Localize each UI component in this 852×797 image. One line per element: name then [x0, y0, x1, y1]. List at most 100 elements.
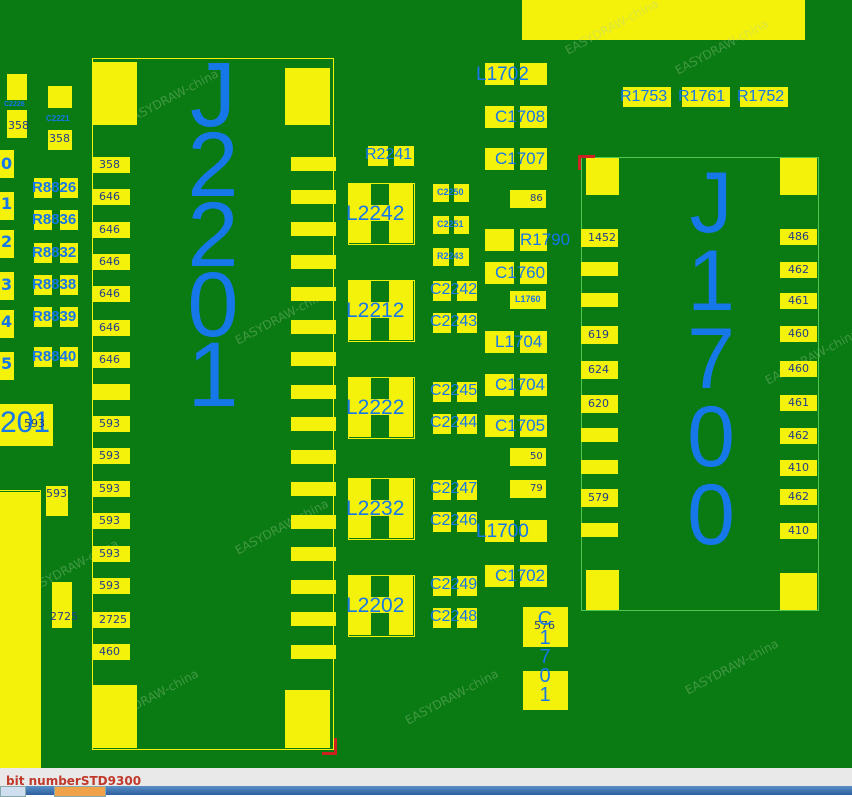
j2201-pin-net: 646: [99, 353, 120, 366]
resistor-r8838-label: R8838: [32, 276, 77, 293]
inductor-l2202-label: L2202: [346, 594, 405, 617]
cap-gap: [48, 108, 72, 130]
resistor-r1753-label: R1753: [620, 88, 668, 105]
j2201-pin-pad: [291, 189, 336, 204]
c17-gap: [514, 331, 520, 353]
cap-gap: [449, 216, 454, 234]
cap-gap: [451, 281, 457, 301]
inductor-outline: [348, 280, 415, 342]
j1700-mount-pad: [586, 570, 619, 610]
j2201-pin-pad: [92, 320, 130, 336]
j2201-pin-net: 646: [99, 223, 120, 236]
j1700-pin-pad: [780, 229, 817, 245]
j2201-pin-net: 593: [99, 547, 120, 560]
left-edge-digit: 3: [1, 275, 13, 294]
cap-gap: [451, 576, 457, 596]
small-left-pad: [52, 582, 72, 628]
resistor-gap: [52, 275, 60, 295]
j2201-pin-pad: [291, 644, 336, 659]
j1700-pin-pad: [581, 229, 618, 247]
j2201-pin-pad: [92, 546, 130, 562]
cap-c2245-label: C2245: [430, 382, 478, 399]
j2201-pin-pad: [291, 254, 336, 269]
j2201-pin-net: 646: [99, 255, 120, 268]
j1700-outline: [581, 157, 819, 611]
j1700-pin-net: 1452: [588, 231, 616, 244]
j2201-mount-pad: [285, 68, 330, 125]
j1700-mount-pad: [780, 158, 817, 195]
j2201-pin-pad: [291, 482, 336, 496]
cap-gap: [7, 100, 27, 110]
j2201-pin-net: 593: [99, 482, 120, 495]
component-c1704-label: C1704: [495, 375, 546, 394]
taskbar: [0, 786, 852, 795]
inductor-outline: [348, 478, 415, 540]
inductor-l201-pad: [0, 404, 53, 446]
j1700-mount-pad: [780, 573, 817, 610]
j2201-pin-net: 646: [99, 287, 120, 300]
j2201-mount-pad: [92, 62, 137, 125]
small-left-pad: [46, 486, 68, 516]
j1700-pin-net: 460: [788, 362, 809, 375]
left-edge-pad: [0, 230, 14, 258]
inductor-outline: [348, 183, 415, 245]
left-edge-pad: [0, 192, 14, 220]
j1700-pin-net: 410: [788, 524, 809, 537]
j2201-pin-pad: [291, 579, 336, 594]
cap-c2251-label: C2251: [437, 219, 464, 229]
j1700-pin-pad: [780, 523, 817, 539]
c17-pad: [510, 291, 546, 309]
j2201-corner-mark: [322, 738, 337, 755]
j1700-pin-pad: [581, 523, 618, 537]
j1700-pin-net: 410: [788, 461, 809, 474]
taskbar-button[interactable]: [54, 786, 106, 797]
c17-gap: [514, 374, 520, 396]
watermark: EASYDRAW-china: [402, 666, 501, 728]
inductor-pad: [349, 302, 413, 318]
j1700-pin-net: 620: [588, 397, 609, 410]
inductor-l201-label: 201: [0, 406, 51, 439]
j1700-pin-pad: [581, 293, 618, 307]
component-r1790-label: R1790: [520, 230, 571, 249]
j1700-pin-pad: [780, 428, 817, 444]
resistor-r1752-pad: [740, 87, 788, 107]
j1700-pin-net: 460: [788, 327, 809, 340]
j2201-pin-pad: [92, 578, 130, 594]
j1700-pin-pad: [780, 489, 817, 505]
cap-gap: [449, 248, 454, 266]
cap-c2221-label: C2221: [46, 114, 70, 123]
j2201-pin-pad: [92, 448, 130, 464]
net-593-label: 593: [24, 417, 45, 430]
cap-gap: [451, 313, 457, 333]
j1700-pin-net: 619: [588, 328, 609, 341]
c17-gap: [514, 63, 520, 85]
j1700-pin-pad: [780, 361, 817, 377]
j1700-pin-net: 624: [588, 363, 609, 376]
cap-gap: [451, 480, 457, 500]
j2201-pin-pad: [92, 157, 130, 173]
cap-c1701-refdes: C 1 7 0 1: [537, 608, 553, 706]
j2201-mount-pad: [285, 690, 330, 748]
resistor-r1761-label: R1761: [678, 88, 726, 105]
c17-pad: [510, 480, 546, 498]
small-net: 79: [530, 483, 543, 494]
inductor-pad: [349, 500, 413, 516]
taskbar-button[interactable]: [0, 786, 26, 797]
cap-c2249-label: C2249: [430, 576, 478, 593]
j2201-pin-net: 460: [99, 645, 120, 658]
resistor-gap: [52, 243, 60, 263]
net-593-label: 593: [46, 487, 67, 500]
j2201-pin-pad: [92, 254, 130, 270]
inductor-outline: [348, 377, 415, 439]
c17-gap: [514, 229, 520, 251]
resistor-r1753-pad: [623, 87, 671, 107]
pcb-board-view[interactable]: EASYDRAW-china EASYDRAW-china EASYDRAW-c…: [0, 0, 852, 768]
cap-gap: [451, 414, 457, 434]
j1700-pin-net: 486: [788, 230, 809, 243]
j2201-pin-pad: [92, 644, 130, 660]
j1700-mount-pad: [586, 158, 619, 195]
c17-gap: [514, 106, 520, 128]
resistor-r8840-label: R8840: [32, 348, 77, 365]
cap-c2244-label: C2244: [430, 414, 478, 431]
j2201-pin-pad: [291, 612, 336, 626]
